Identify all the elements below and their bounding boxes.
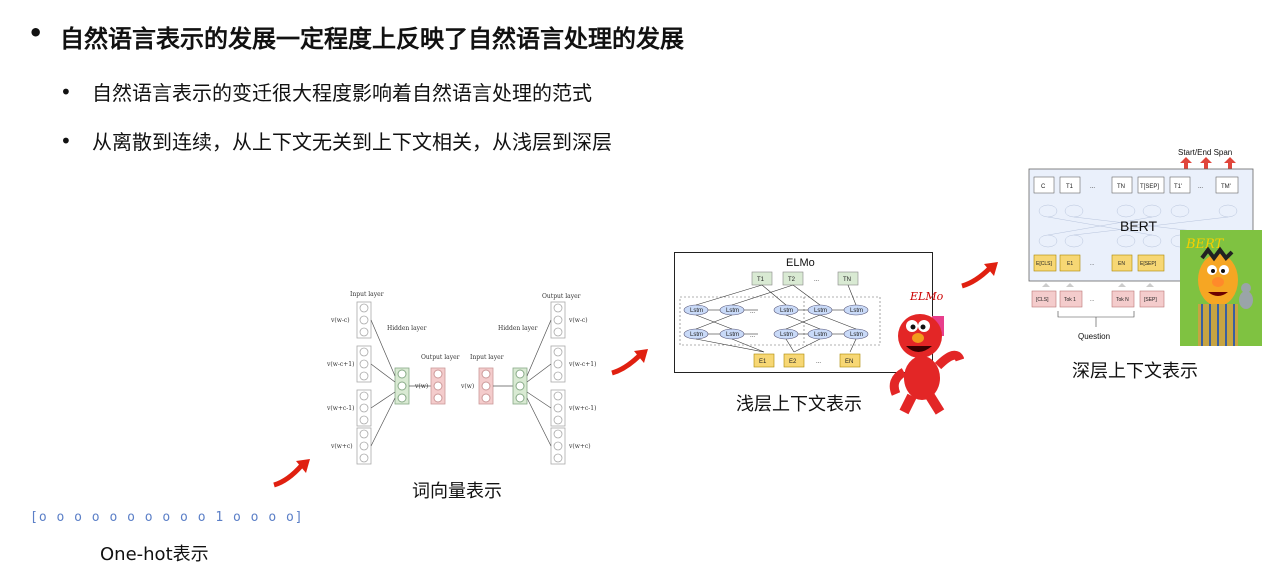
elmo-cell-6: Lstm: [690, 332, 703, 338]
elmo-cell-2: Lstm: [726, 308, 739, 314]
bert-question-label: Question: [1078, 332, 1110, 341]
point-bullet-2: •: [60, 129, 72, 153]
w2v-out-right-3: v(w+c-1): [568, 405, 596, 412]
bert-emb-cls: E[CLS]: [1036, 261, 1052, 267]
onehot-vector: [o o o o o o o o o o 1 o o o o]: [30, 510, 304, 525]
bert-input-tok1: Tok 1: [1064, 297, 1076, 303]
w2v-center-input: v(w): [460, 383, 474, 390]
w2v-in-left-4: v(w+c): [330, 443, 353, 450]
bert-input-sep: [SEP]: [1144, 297, 1157, 303]
point-text-2: 从离散到连续，从上下文无关到上下文相关，从浅层到深层: [92, 130, 612, 154]
svg-text:...: ...: [1090, 297, 1094, 303]
bert-top-tmp: TM': [1221, 184, 1231, 190]
w2v-out-right-4: v(w+c): [568, 443, 591, 450]
bert-span-label: Start/End Span: [1178, 148, 1232, 157]
bert-title: BERT: [1120, 218, 1158, 234]
svg-text:...: ...: [814, 277, 819, 283]
bert-input-tokn: Tok N: [1116, 297, 1129, 303]
arrow-icon-1: [273, 459, 310, 488]
elmo-cell-1: Lstm: [690, 308, 703, 314]
svg-text:...: ...: [1090, 184, 1095, 190]
bert-caption: 深层上下文表示: [1072, 361, 1198, 382]
bert-top-c: C: [1041, 184, 1046, 190]
svg-text:...: ...: [1198, 184, 1203, 190]
onehot-caption: One-hot表示: [100, 544, 209, 565]
heading-bullet: •: [28, 19, 44, 47]
svg-text:...: ...: [750, 309, 755, 315]
w2v-in-left-3: v(w+c-1): [326, 405, 354, 412]
elmo-diagram: ELMo T1 T2 TN ... Lstm Lstm Lstm Lstm Ls…: [674, 252, 933, 373]
elmo-output-n: TN: [843, 277, 851, 283]
svg-text:...: ...: [1090, 261, 1094, 267]
w2v-input-layer-label: Input layer: [350, 291, 384, 298]
w2v-input-layer-label-2: Input layer: [470, 354, 504, 361]
elmo-input-1: E1: [759, 359, 767, 365]
point-text-1: 自然语言表示的变迁很大程度影响着自然语言处理的范式: [92, 81, 592, 105]
w2v-output-layer-label-2: Output layer: [542, 293, 581, 300]
heading-text: 自然语言表示的发展一定程度上反映了自然语言处理的发展: [60, 25, 684, 53]
bert-top-tn: TN: [1117, 184, 1125, 190]
svg-text:...: ...: [750, 333, 755, 339]
bert-sticker-label: BERT: [1185, 237, 1225, 252]
elmo-sticker-label: ELMo: [909, 290, 944, 303]
w2v-hidden-layer-label-2: Hidden layer: [498, 325, 538, 332]
elmo-title: ELMo: [786, 257, 815, 269]
w2v-output-layer-label: Output layer: [421, 354, 460, 361]
elmo-caption: 浅层上下文表示: [736, 394, 862, 415]
w2v-center-output: v(w): [414, 383, 428, 390]
elmo-input-n: EN: [845, 359, 853, 365]
bert-input-cls: [CLS]: [1036, 297, 1049, 303]
w2v-out-right-1: v(w-c): [568, 317, 588, 324]
elmo-input-2: E2: [789, 359, 797, 365]
bert-diagram: Start/End Span C T1 TN T[SEP] T1' TM' ..…: [1028, 148, 1254, 341]
bert-character-image: BERT: [1180, 230, 1262, 346]
word2vec-diagram: Input layer Hidden layer Output layer In…: [326, 291, 596, 465]
elmo-output-1: T1: [757, 277, 765, 283]
bert-top-t1p: T1': [1174, 184, 1182, 190]
point-bullet-1: •: [60, 80, 72, 104]
w2v-hidden-layer-label: Hidden layer: [387, 325, 427, 332]
word2vec-caption: 词向量表示: [412, 481, 502, 502]
arrow-icon-3: [961, 262, 998, 289]
elmo-cell-10: Lstm: [850, 332, 863, 338]
elmo-character-image: ELMo: [889, 290, 964, 415]
w2v-out-right-2: v(w-c+1): [568, 361, 596, 368]
elmo-cell-7: Lstm: [726, 332, 739, 338]
bert-emb-1: E1: [1067, 261, 1073, 267]
elmo-cell-5: Lstm: [850, 308, 863, 314]
bert-emb-sep: E[SEP]: [1140, 261, 1157, 267]
elmo-cell-8: Lstm: [780, 332, 793, 338]
elmo-cell-4: Lstm: [814, 308, 827, 314]
bert-emb-n: EN: [1118, 261, 1125, 267]
arrow-icon-2: [611, 349, 648, 376]
elmo-output-2: T2: [788, 277, 796, 283]
w2v-in-left-2: v(w-c+1): [326, 361, 354, 368]
bert-top-t1: T1: [1066, 184, 1074, 190]
svg-text:...: ...: [816, 359, 821, 365]
w2v-in-left-1: v(w-c): [330, 317, 350, 324]
elmo-cell-3: Lstm: [780, 308, 793, 314]
bert-top-tsep: T[SEP]: [1140, 184, 1159, 190]
elmo-cell-9: Lstm: [814, 332, 827, 338]
